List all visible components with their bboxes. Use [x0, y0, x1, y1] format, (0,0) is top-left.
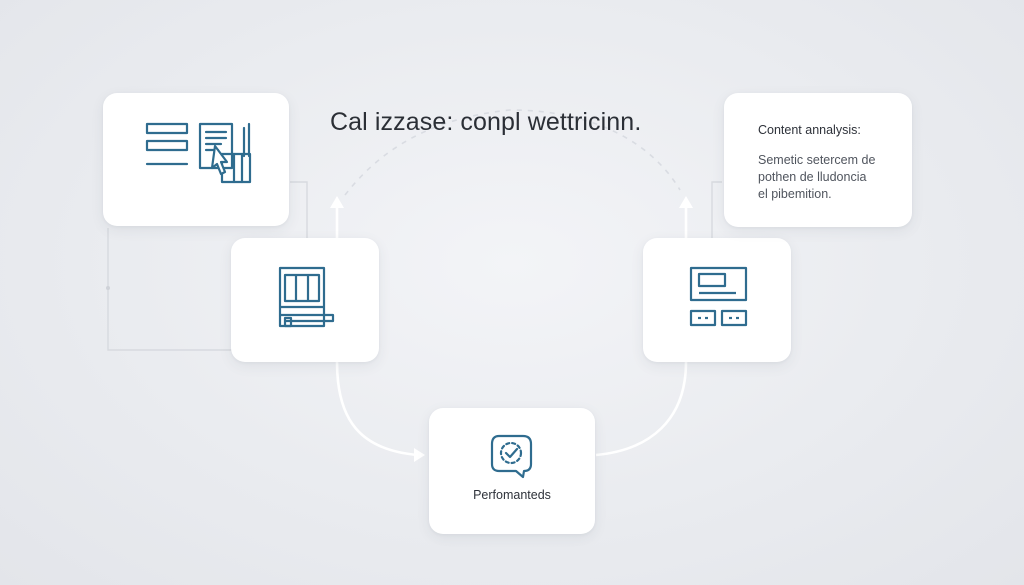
server-rack-icon: [278, 266, 335, 328]
content-analysis-line: Semetic setercem de: [758, 153, 876, 167]
document-list-cursor-icon: [145, 122, 252, 184]
left-flow-curve: [335, 361, 419, 457]
card-performance[interactable]: Perfomanteds: [429, 408, 595, 534]
left-flow-arrowhead: [414, 448, 425, 462]
left-up-arrowhead: [330, 196, 344, 208]
performance-label: Perfomanteds: [473, 488, 551, 502]
card-server[interactable]: [231, 238, 379, 362]
right-bracket-connector: [711, 181, 722, 238]
right-up-arrowhead: [679, 196, 693, 208]
monitor-device-icon: [689, 266, 748, 327]
chat-check-icon: [490, 434, 533, 479]
card-document[interactable]: [103, 93, 289, 226]
content-analysis-heading: Content annalysis:: [758, 123, 861, 137]
diagram-title: Cal izzase: conpl wettricinn.: [330, 108, 642, 136]
left-connector-dot: [106, 286, 110, 290]
right-flow-curve: [595, 361, 688, 457]
card-content-analysis[interactable]: Content annalysis: Semetic setercem de p…: [724, 93, 912, 227]
content-analysis-line: pothen de lludoncia: [758, 170, 867, 184]
content-analysis-body: Semetic setercem de pothen de lludoncia …: [758, 152, 918, 203]
card-device[interactable]: [643, 238, 791, 362]
top-dashed-arc: [344, 109, 681, 196]
content-analysis-line: el pibemition.: [758, 187, 832, 201]
